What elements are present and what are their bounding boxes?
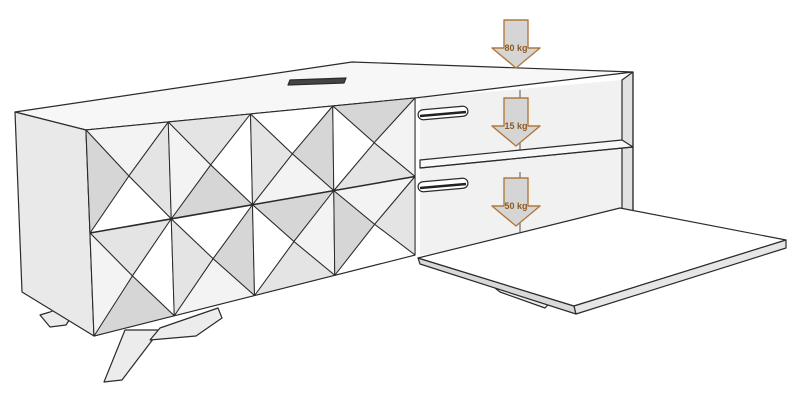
leg-middle bbox=[149, 307, 223, 341]
diamond-facet bbox=[250, 113, 293, 206]
load-arrow-shape bbox=[491, 177, 541, 227]
diamond-facet bbox=[252, 204, 295, 296]
load-arrow-label: 80 kg bbox=[504, 43, 527, 53]
load-arrow-label: 50 kg bbox=[504, 201, 527, 211]
compartment-back-wall bbox=[420, 80, 622, 255]
load-arrows: 80 kg 15 kg 50 kg bbox=[491, 19, 541, 227]
diamond-facet bbox=[167, 121, 212, 220]
load-arrow: 80 kg bbox=[491, 19, 541, 69]
diamond-facet bbox=[332, 105, 375, 192]
front-diamond-panels bbox=[85, 97, 416, 337]
panel-seam bbox=[89, 175, 416, 234]
diamond-facet bbox=[85, 129, 130, 234]
diamond-facet bbox=[89, 232, 133, 337]
load-arrow-label: 15 kg bbox=[504, 121, 527, 131]
diamond-facet bbox=[333, 190, 376, 276]
load-arrow: 50 kg bbox=[491, 177, 541, 227]
cable-slot bbox=[287, 77, 347, 86]
load-arrow-shape bbox=[491, 19, 541, 69]
diamond-facet bbox=[170, 218, 214, 317]
cabinet-left-side bbox=[14, 111, 95, 337]
load-arrow: 15 kg bbox=[491, 97, 541, 147]
leg-left-front bbox=[103, 329, 161, 383]
load-arrow-shape bbox=[491, 97, 541, 147]
